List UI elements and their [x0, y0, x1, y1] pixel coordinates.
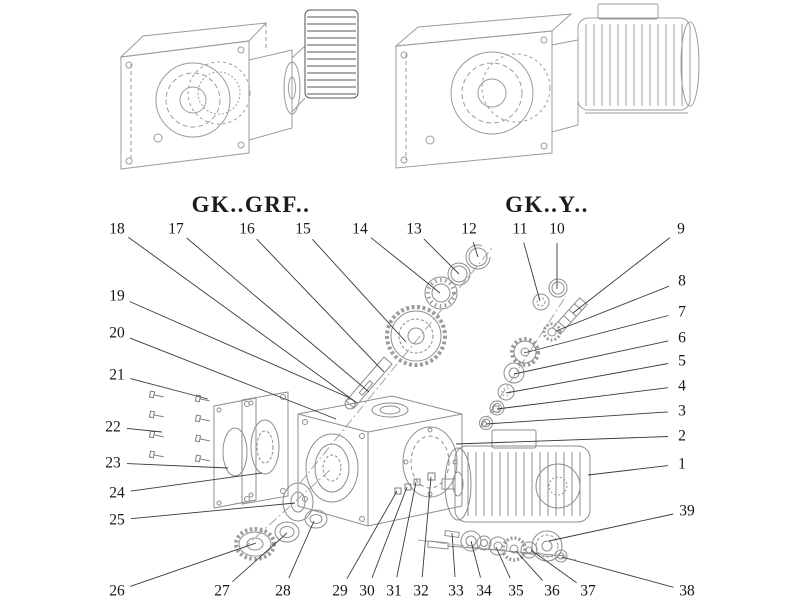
callout-number-6: 6	[678, 329, 686, 347]
leader-line-21	[130, 378, 209, 400]
callout-number-24: 24	[109, 484, 125, 502]
callout-number-4: 4	[678, 377, 686, 395]
callout-number-20: 20	[109, 324, 125, 342]
callout-number-37: 37	[580, 582, 596, 600]
callout-number-19: 19	[109, 287, 125, 305]
leader-line-26	[130, 542, 257, 587]
leader-line-27	[232, 532, 288, 583]
leader-line-1	[587, 465, 669, 476]
callout-number-11: 11	[512, 220, 528, 238]
leader-line-35	[495, 546, 511, 579]
callout-number-21: 21	[109, 366, 125, 384]
leader-line-37	[530, 549, 577, 584]
callout-number-12: 12	[461, 220, 477, 238]
leader-line-11	[523, 242, 541, 302]
flange-bolts	[148, 390, 210, 463]
callout-number-16: 16	[239, 220, 255, 238]
leader-line-23	[126, 463, 229, 469]
leader-line-33	[451, 532, 456, 578]
leader-line-24	[130, 472, 263, 492]
callout-number-27: 27	[214, 582, 230, 600]
grf-gearbox-drawing	[119, 9, 359, 170]
leader-line-5	[505, 363, 669, 394]
leader-line-30	[371, 486, 408, 579]
leader-line-17	[186, 237, 370, 393]
leader-line-3	[485, 411, 669, 425]
leader-line-32	[421, 476, 432, 578]
leader-line-2	[455, 436, 669, 445]
callout-number-26: 26	[109, 582, 125, 600]
callout-number-8: 8	[678, 272, 686, 290]
callout-number-7: 7	[678, 303, 686, 321]
leader-line-22	[126, 427, 163, 433]
leader-line-34	[470, 540, 481, 578]
callout-number-35: 35	[508, 582, 524, 600]
leader-line-31	[396, 481, 417, 578]
leader-line-36	[515, 550, 543, 581]
callout-number-9: 9	[677, 220, 685, 238]
leader-lines	[126, 236, 674, 588]
output-seal-stack	[234, 482, 328, 561]
callout-number-15: 15	[295, 220, 311, 238]
electric-motor	[441, 429, 591, 523]
leader-line-4	[496, 387, 669, 410]
leader-line-19	[129, 301, 353, 400]
callout-number-30: 30	[359, 582, 375, 600]
leader-line-28	[288, 520, 315, 579]
callout-number-32: 32	[413, 582, 429, 600]
leader-line-6	[513, 340, 669, 375]
leader-line-7	[523, 315, 669, 354]
callout-number-31: 31	[386, 582, 402, 600]
leader-line-18	[128, 236, 358, 404]
y-motor	[577, 3, 700, 114]
callout-number-29: 29	[332, 582, 348, 600]
leader-line-25	[130, 502, 296, 520]
callout-number-36: 36	[544, 582, 560, 600]
leader-line-38	[561, 556, 674, 588]
model-label-gk-y: GK..Y..	[505, 192, 589, 217]
leader-line-15	[312, 238, 407, 343]
callout-number-3: 3	[678, 402, 686, 420]
callout-number-34: 34	[476, 582, 492, 600]
callout-number-22: 22	[105, 418, 121, 436]
exploded-view-drawing	[148, 244, 591, 563]
leader-line-13	[423, 238, 460, 275]
leader-line-39	[548, 513, 674, 542]
callout-number-23: 23	[105, 454, 121, 472]
leader-line-14	[370, 237, 441, 294]
model-label-gk-grf: GK..GRF..	[191, 192, 311, 217]
callout-number-33: 33	[448, 582, 464, 600]
leader-line-16	[256, 238, 385, 373]
callout-number-39: 39	[679, 502, 695, 520]
gasket	[213, 397, 257, 509]
y-gearmotor-drawing	[394, 3, 700, 169]
callout-number-38: 38	[679, 582, 695, 600]
callout-number-25: 25	[109, 511, 125, 529]
motor-flange-fasteners	[394, 472, 436, 495]
callout-number-18: 18	[109, 220, 125, 238]
gear-housing	[297, 395, 463, 527]
output-flange	[241, 391, 289, 505]
callout-number-5: 5	[678, 352, 686, 370]
callout-number-28: 28	[275, 582, 291, 600]
callout-number-13: 13	[406, 220, 422, 238]
leader-line-29	[346, 490, 398, 580]
output-shaft-stack	[344, 244, 491, 410]
callout-number-10: 10	[549, 220, 565, 238]
input-shaft-assembly	[427, 529, 568, 563]
callout-number-2: 2	[678, 427, 686, 445]
callout-number-1: 1	[678, 455, 686, 473]
grf-ribbed-cap	[304, 9, 359, 99]
callout-number-17: 17	[168, 220, 184, 238]
leader-line-9	[572, 237, 671, 314]
leader-line-8	[555, 285, 670, 332]
input-pinion-stack	[479, 278, 588, 430]
callout-number-14: 14	[352, 220, 368, 238]
leader-line-20	[129, 337, 337, 420]
leader-line-12	[472, 242, 479, 258]
